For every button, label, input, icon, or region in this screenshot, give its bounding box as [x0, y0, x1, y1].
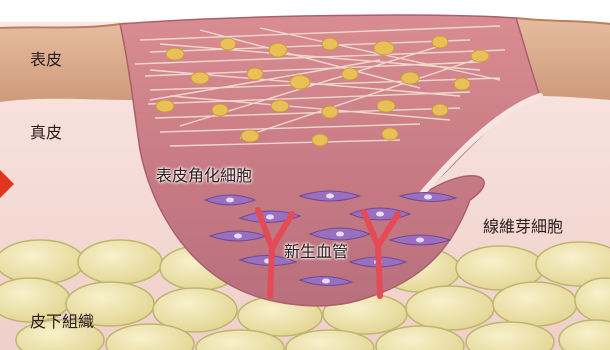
- label-keratinocytes: 表皮角化細胞: [156, 168, 252, 184]
- label-dermis: 真皮: [30, 125, 62, 141]
- epidermis-layer-left: [0, 24, 134, 102]
- label-new-blood-vessels: 新生血管: [284, 244, 348, 260]
- label-fibroblasts: 線維芽細胞: [483, 219, 563, 235]
- label-subcutaneous-tissue: 皮下組織: [30, 314, 94, 330]
- label-epidermis: 表皮: [30, 52, 62, 68]
